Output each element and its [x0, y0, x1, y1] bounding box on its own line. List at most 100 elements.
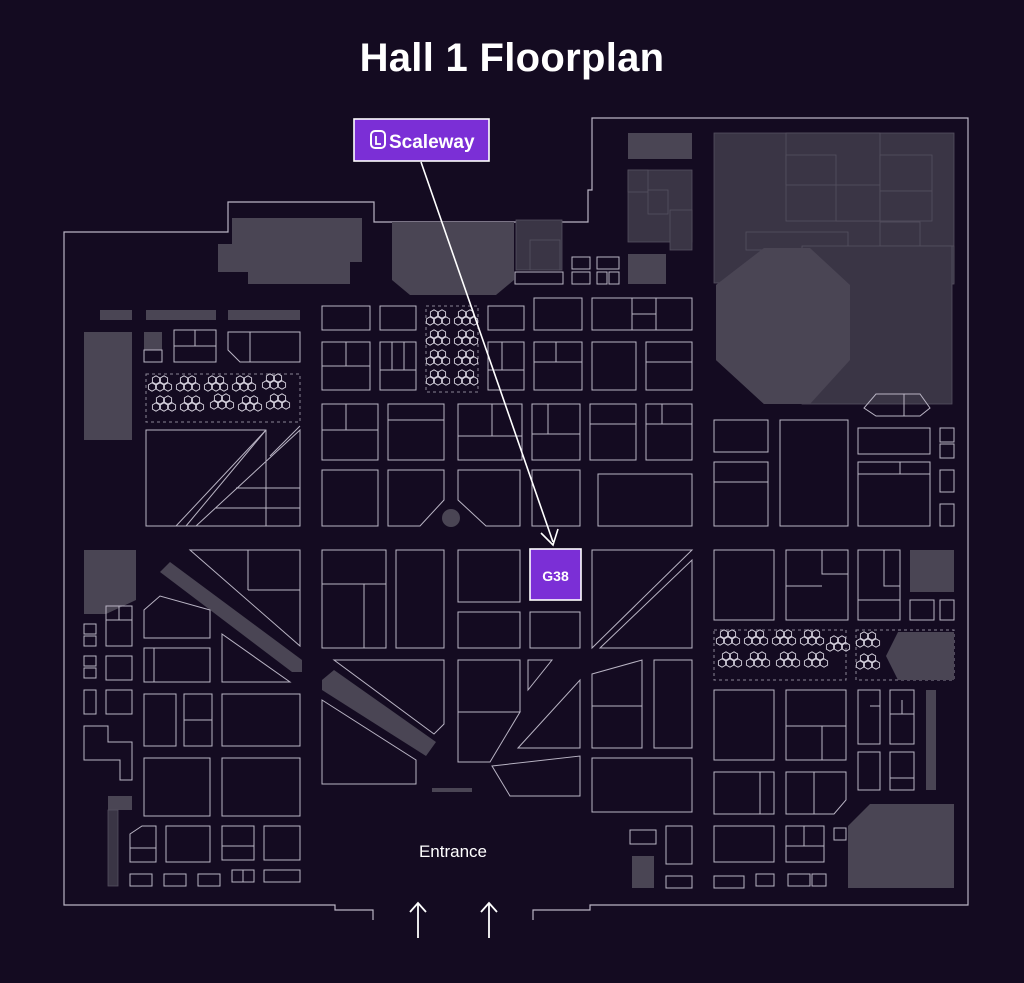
seat-hex [453, 376, 463, 386]
seat-hex [167, 402, 177, 412]
seat-hex [433, 316, 443, 326]
seat-hex [219, 382, 229, 392]
seat-hex [191, 382, 201, 392]
seat-hex [191, 395, 201, 405]
seat-hex [753, 658, 763, 668]
seat-hex [437, 349, 447, 359]
entrance-arrow-icon [480, 901, 498, 938]
seat-hex [863, 660, 873, 670]
seat-hex [867, 631, 877, 641]
seat-hex [803, 658, 813, 668]
seat-hex [811, 658, 821, 668]
seat-hex [155, 395, 165, 405]
seat-hex [225, 400, 235, 410]
seat-hex [757, 651, 767, 661]
seat-hex [461, 376, 471, 386]
seat-hex [731, 636, 741, 646]
seat-hex [429, 349, 439, 359]
seat-hex [221, 393, 231, 403]
seat-hex [751, 636, 761, 646]
seat-hex [465, 329, 475, 339]
booths-left [84, 310, 301, 527]
booth-code: G38 [542, 568, 569, 584]
seat-hex [453, 336, 463, 346]
seat-hex [855, 638, 865, 648]
seat-hex [195, 402, 205, 412]
booths-left-lower [83, 549, 302, 887]
seat-hex [829, 635, 839, 645]
seat-hex [779, 651, 789, 661]
seating-areas [147, 309, 881, 670]
page-title: Hall 1 Floorplan [359, 36, 665, 80]
seat-hex [253, 402, 263, 412]
seat-hex [723, 636, 733, 646]
seat-hex [231, 382, 241, 392]
seat-hex [269, 393, 279, 403]
seat-hex [771, 636, 781, 646]
seat-hex [441, 356, 451, 366]
seat-hex [183, 382, 193, 392]
seat-hex [425, 376, 435, 386]
seat-hex [433, 336, 443, 346]
entrance-arrow-icon [409, 901, 427, 938]
seat-hex [433, 376, 443, 386]
seat-hex [457, 349, 467, 359]
seat-hex [721, 651, 731, 661]
seat-hex [759, 636, 769, 646]
booth-g38[interactable]: G38 [529, 548, 582, 601]
seat-hex [247, 382, 257, 392]
seat-hex [163, 395, 173, 405]
scaleway-logo-icon [370, 130, 386, 149]
seat-hex [183, 395, 193, 405]
seat-hex [433, 356, 443, 366]
seat-hex [277, 380, 287, 390]
seat-hex [871, 660, 881, 670]
seat-hex [775, 629, 785, 639]
seat-hex [175, 382, 185, 392]
seat-hex [243, 375, 253, 385]
seat-hex [457, 369, 467, 379]
pointer-arrow [420, 161, 559, 547]
seat-hex [429, 329, 439, 339]
seat-hex [791, 658, 801, 668]
sponsor-label[interactable]: Scaleway [353, 118, 490, 162]
seat-hex [761, 658, 771, 668]
seat-hex [429, 309, 439, 319]
seat-hex [277, 393, 287, 403]
seat-hex [725, 658, 735, 668]
seat-hex [749, 651, 759, 661]
seat-hex [775, 658, 785, 668]
seat-hex [273, 400, 283, 410]
seat-hex [453, 316, 463, 326]
seat-hex [871, 638, 881, 648]
seat-hex [179, 375, 189, 385]
seat-hex [265, 400, 275, 410]
seat-hex [429, 369, 439, 379]
seat-hex [453, 356, 463, 366]
seat-hex [461, 356, 471, 366]
seat-hex [729, 651, 739, 661]
seat-hex [215, 375, 225, 385]
seat-hex [269, 380, 279, 390]
seat-hex [425, 356, 435, 366]
seat-hex [469, 316, 479, 326]
seat-hex [733, 658, 743, 668]
seat-hex [159, 375, 169, 385]
seat-hex [779, 636, 789, 646]
seat-hex [457, 309, 467, 319]
seat-hex [719, 629, 729, 639]
seat-hex [717, 658, 727, 668]
seat-hex [261, 380, 271, 390]
seat-hex [461, 336, 471, 346]
seat-hex [159, 402, 169, 412]
seat-hex [469, 336, 479, 346]
seat-hex [437, 309, 447, 319]
seat-hex [437, 369, 447, 379]
booths-center [321, 297, 694, 813]
seat-hex [187, 375, 197, 385]
booths-right [629, 419, 955, 889]
seat-hex [249, 395, 259, 405]
seat-hex [425, 336, 435, 346]
seat-hex [799, 636, 809, 646]
seat-hex [825, 642, 835, 652]
